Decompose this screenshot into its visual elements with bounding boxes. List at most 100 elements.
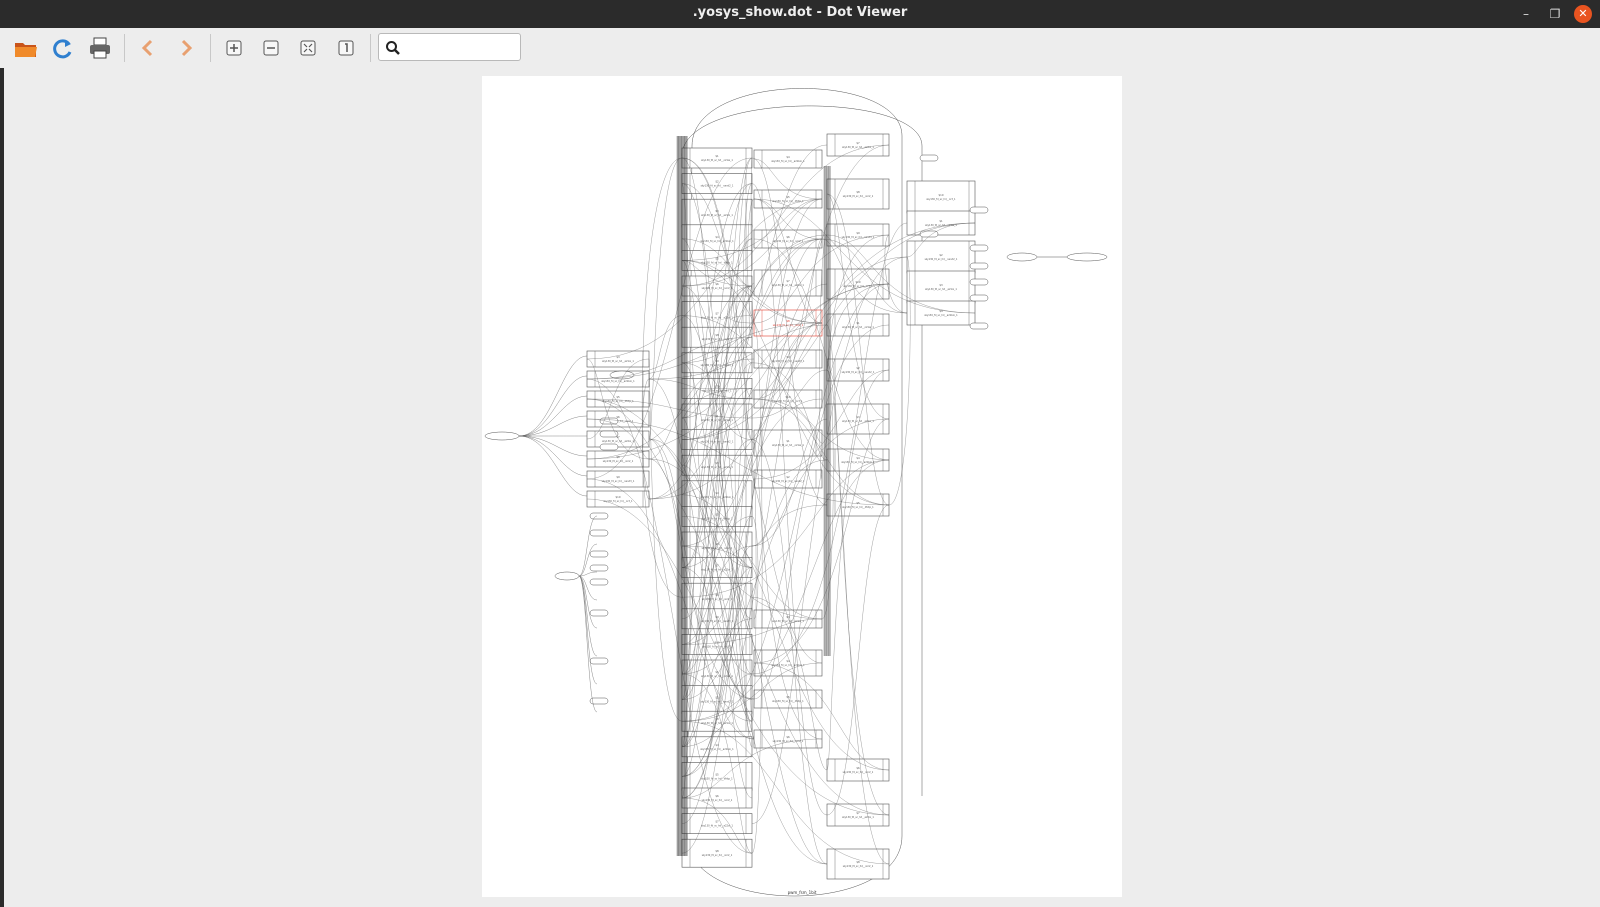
const-node bbox=[589, 550, 609, 558]
logic-cell bbox=[681, 787, 753, 809]
wire bbox=[681, 465, 753, 799]
wire bbox=[648, 458, 828, 865]
search-input[interactable] bbox=[405, 38, 519, 58]
back-button[interactable] bbox=[134, 34, 162, 62]
wire bbox=[681, 738, 823, 799]
cell-id: $5 bbox=[715, 512, 719, 516]
cell-label: sky130_fd_sc_hd__nand3_1 bbox=[842, 236, 875, 239]
const-node bbox=[599, 443, 619, 451]
print-button[interactable] bbox=[86, 34, 114, 62]
cell-id: $1 bbox=[856, 321, 860, 325]
wire bbox=[751, 157, 828, 506]
window-title: .yosys_show.dot - Dot Viewer bbox=[692, 5, 908, 20]
cell-id: $5 bbox=[616, 395, 620, 399]
cell-label: sky130_fd_sc_hd__dfxtp_1 bbox=[842, 506, 874, 509]
wire bbox=[681, 388, 753, 419]
cell-id: $1 bbox=[715, 670, 719, 674]
maximize-button[interactable]: ❐ bbox=[1549, 7, 1561, 21]
cell-id: $6 bbox=[786, 735, 790, 739]
schematic-graph: $1sky130_fd_sc_hd__o21ai_1$2sky130_fd_sc… bbox=[484, 88, 1108, 897]
logic-cell bbox=[586, 450, 650, 468]
const-node bbox=[599, 430, 619, 438]
cell-id: $1 bbox=[939, 219, 943, 223]
cell-label: sky130_fd_sc_hd__a21oi_1 bbox=[701, 466, 733, 469]
cell-id: $9 bbox=[786, 355, 790, 359]
logic-cell bbox=[753, 729, 823, 749]
wire bbox=[826, 234, 976, 314]
wire bbox=[681, 238, 753, 777]
cell-label: sky130_fd_sc_hd__nand2_1 bbox=[701, 185, 734, 188]
cell-id: $1 bbox=[715, 414, 719, 418]
logic-cell bbox=[681, 531, 753, 561]
cell-id: $9 bbox=[715, 359, 719, 363]
logic-cell bbox=[753, 429, 823, 457]
wire bbox=[681, 337, 753, 568]
wire bbox=[681, 418, 890, 700]
wire bbox=[681, 144, 890, 777]
wire bbox=[751, 283, 828, 440]
left-edge bbox=[0, 28, 4, 907]
cell-label: sky130_fd_sc_hd__nor2_1 bbox=[702, 287, 733, 290]
zoom-in-icon bbox=[226, 40, 242, 56]
cell-id: $7 bbox=[856, 141, 860, 145]
open-button[interactable] bbox=[12, 34, 40, 62]
folder-open-icon bbox=[15, 43, 37, 57]
logic-cell bbox=[906, 240, 976, 274]
wire bbox=[751, 418, 828, 547]
wire bbox=[888, 256, 911, 506]
cell-id: $7 bbox=[715, 820, 719, 824]
cell-label: sky130_fd_sc_hd__nor2_1 bbox=[603, 420, 634, 423]
close-button[interactable]: ✕ bbox=[1574, 5, 1592, 23]
cell-label: sky130_fd_sc_hd__nor2_1 bbox=[702, 799, 733, 802]
const-node bbox=[589, 657, 609, 665]
const-node bbox=[969, 278, 989, 286]
input-port bbox=[554, 571, 580, 581]
zoom-100-button[interactable] bbox=[332, 34, 360, 62]
zoom-in-button[interactable] bbox=[220, 34, 248, 62]
wire bbox=[681, 618, 823, 645]
wire bbox=[681, 183, 753, 700]
cell-label: sky130_fd_sc_hd__or3_1 bbox=[702, 389, 732, 392]
wire bbox=[648, 378, 755, 400]
forward-button[interactable] bbox=[172, 34, 200, 62]
cell-label: sky130_fd_sc_hd__a21boi_1 bbox=[700, 496, 734, 499]
cell-label: sky130_fd_sc_hd__dfxtp_1 bbox=[772, 200, 804, 203]
output-port bbox=[1066, 252, 1108, 262]
cell-label: sky130_fd_sc_hd__nand2_1 bbox=[701, 701, 734, 704]
cell-label: sky130_fd_sc_hd__nand3_1 bbox=[701, 364, 734, 367]
cell-label: sky130_fd_sc_hd__a22oi_1 bbox=[701, 569, 733, 572]
wire bbox=[753, 234, 890, 324]
zoom-fit-button[interactable] bbox=[294, 34, 322, 62]
wire bbox=[586, 322, 823, 380]
const-node bbox=[589, 578, 609, 586]
cell-id: $10 bbox=[616, 495, 621, 499]
cell-label: sky130_fd_sc_hd__or3_1 bbox=[926, 198, 956, 201]
wire bbox=[751, 504, 828, 547]
cell-id: $7 bbox=[786, 279, 790, 283]
logic-cell bbox=[906, 180, 976, 214]
const-node bbox=[589, 697, 609, 705]
wire bbox=[586, 418, 650, 460]
chevron-left-icon bbox=[141, 39, 153, 57]
cell-label: sky130_fd_sc_hd__a21oi_1 bbox=[925, 288, 957, 291]
logic-cell bbox=[753, 609, 823, 629]
zoom-out-button[interactable] bbox=[257, 34, 285, 62]
cell-label: sky130_fd_sc_hd__or3_1 bbox=[603, 500, 633, 503]
reload-button[interactable] bbox=[49, 34, 77, 62]
wire bbox=[681, 285, 753, 675]
wire bbox=[753, 398, 890, 506]
cell-label: sky130_fd_sc_hd__a21oi_1 bbox=[701, 722, 733, 725]
wire bbox=[681, 238, 823, 568]
cell-id: $2 bbox=[939, 253, 943, 257]
minimize-button[interactable]: – bbox=[1523, 7, 1529, 21]
cell-label: sky130_fd_sc_hd__dfxtp_1 bbox=[772, 700, 804, 703]
logic-cell bbox=[906, 210, 976, 236]
cell-label: sky130_fd_sc_hd__a22oi_1 bbox=[701, 317, 733, 320]
cell-id: $3 bbox=[715, 461, 719, 465]
wire bbox=[518, 375, 588, 437]
search-box[interactable] bbox=[378, 33, 521, 61]
wire bbox=[681, 157, 753, 747]
wire bbox=[906, 222, 976, 258]
wire bbox=[648, 324, 828, 380]
